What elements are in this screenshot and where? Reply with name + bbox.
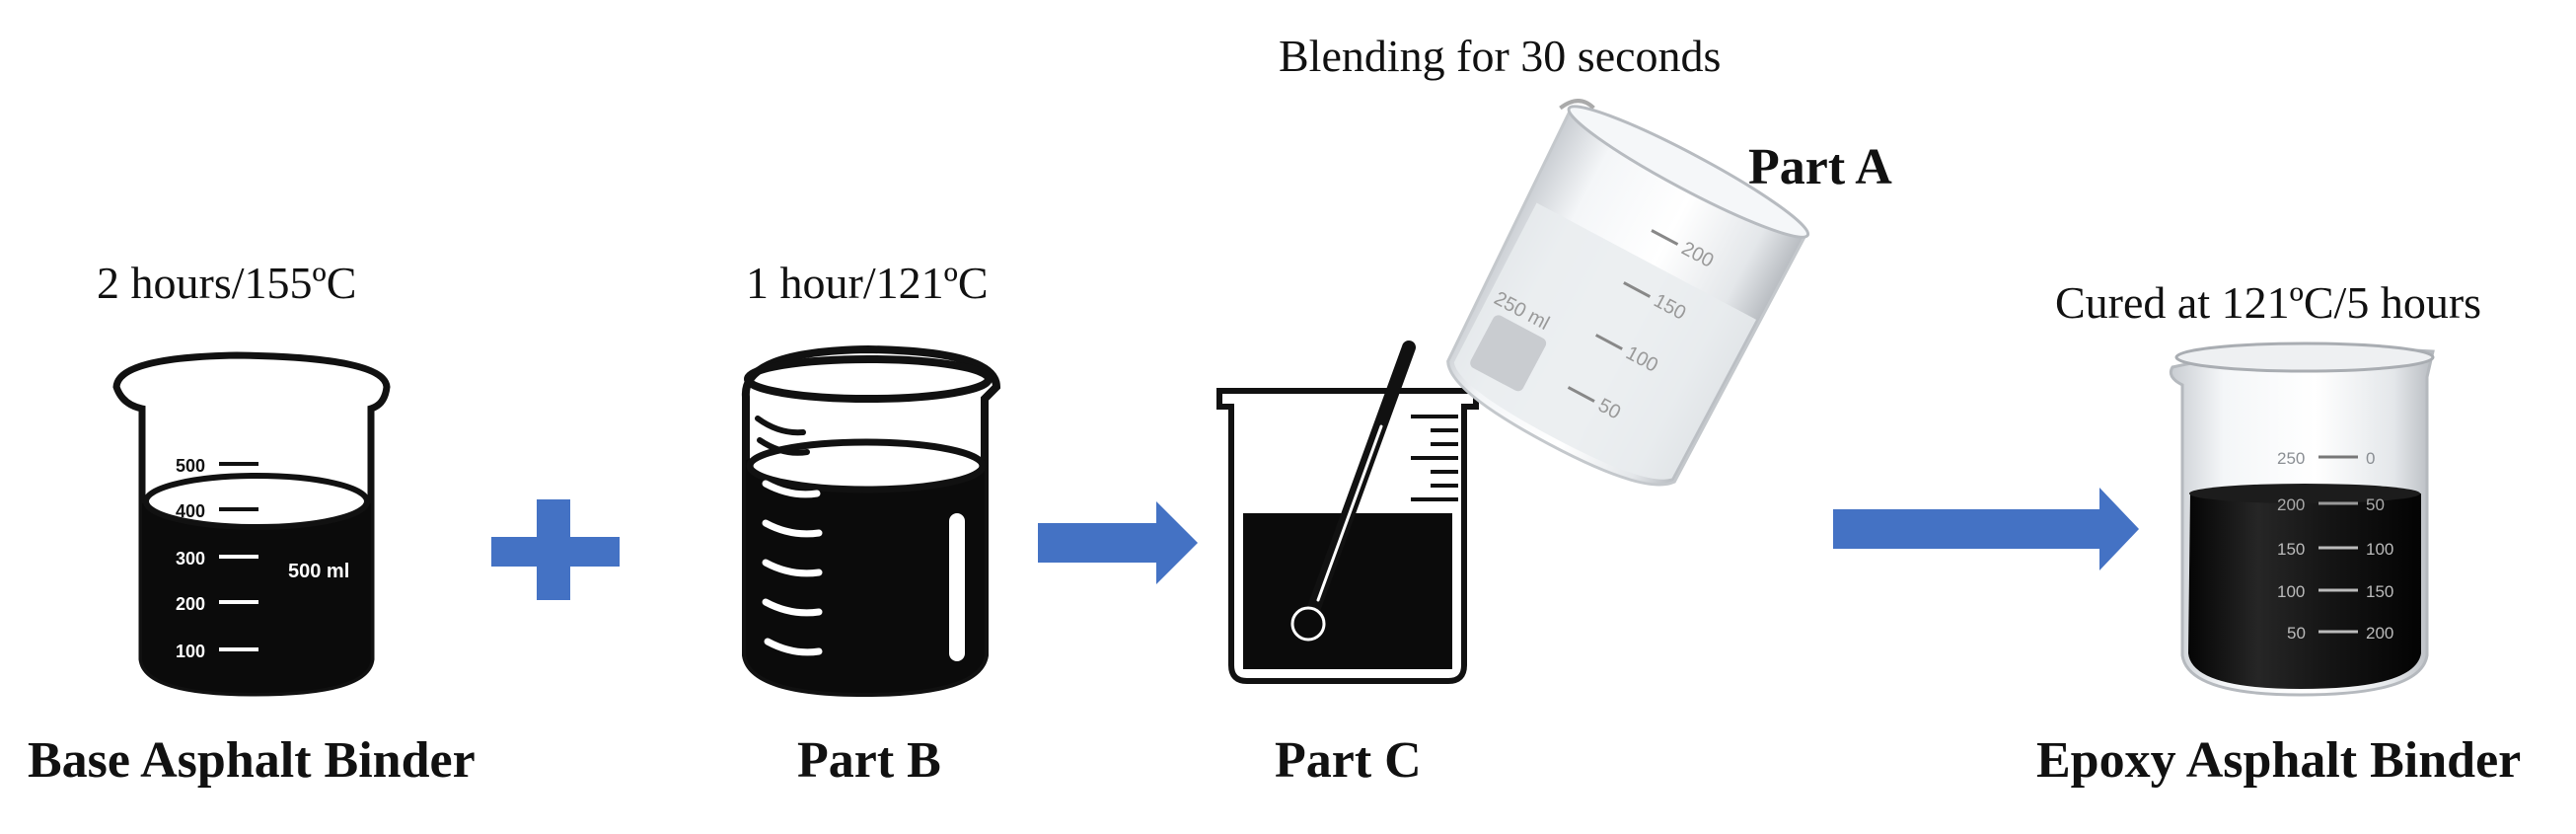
part-c-label: Part C [1275, 732, 1422, 789]
final-tick-left-250: 250 [2277, 449, 2305, 468]
final-tick-right-50: 50 [2366, 495, 2385, 514]
base-tick-200: 200 [176, 594, 205, 614]
final-tick-right-200: 200 [2366, 624, 2393, 643]
base-volume-label: 500 ml [288, 561, 349, 582]
final-tick-left-150: 150 [2277, 540, 2305, 559]
part-b-label: Part B [797, 732, 941, 789]
final-tick-right-100: 100 [2366, 540, 2393, 559]
epoxy-asphalt-beaker-icon [2169, 341, 2435, 697]
base-tick-400: 400 [176, 501, 205, 521]
part-b-condition-label: 1 hour/121ºC [746, 258, 989, 308]
final-tick-left-100: 100 [2277, 582, 2305, 601]
base-asphalt-binder-label: Base Asphalt Binder [28, 732, 476, 789]
base-tick-300: 300 [176, 549, 205, 569]
base-tick-100: 100 [176, 642, 205, 661]
final-tick-right-150: 150 [2366, 582, 2393, 601]
final-tick-right-0: 0 [2366, 449, 2375, 468]
part-a-beaker-icon: 200 150 100 50 250 ml [1446, 99, 1810, 487]
part-c-beaker-icon [1216, 341, 1479, 684]
part-b-beaker-icon [741, 344, 1001, 698]
base-tick-500: 500 [176, 456, 205, 476]
base-asphalt-beaker-icon [112, 351, 391, 697]
blending-process-label: Blending for 30 seconds [1279, 31, 1722, 81]
final-tick-left-200: 200 [2277, 495, 2305, 514]
curing-condition-label: Cured at 121ºC/5 hours [2055, 277, 2482, 328]
base-condition-label: 2 hours/155ºC [97, 258, 357, 308]
epoxy-asphalt-binder-label: Epoxy Asphalt Binder [2036, 732, 2522, 789]
part-a-label: Part A [1748, 139, 1892, 195]
arrow-right-icon [1833, 488, 2139, 570]
final-tick-left-50: 50 [2287, 624, 2306, 643]
plus-icon [491, 499, 620, 600]
arrow-right-icon [1038, 501, 1198, 584]
